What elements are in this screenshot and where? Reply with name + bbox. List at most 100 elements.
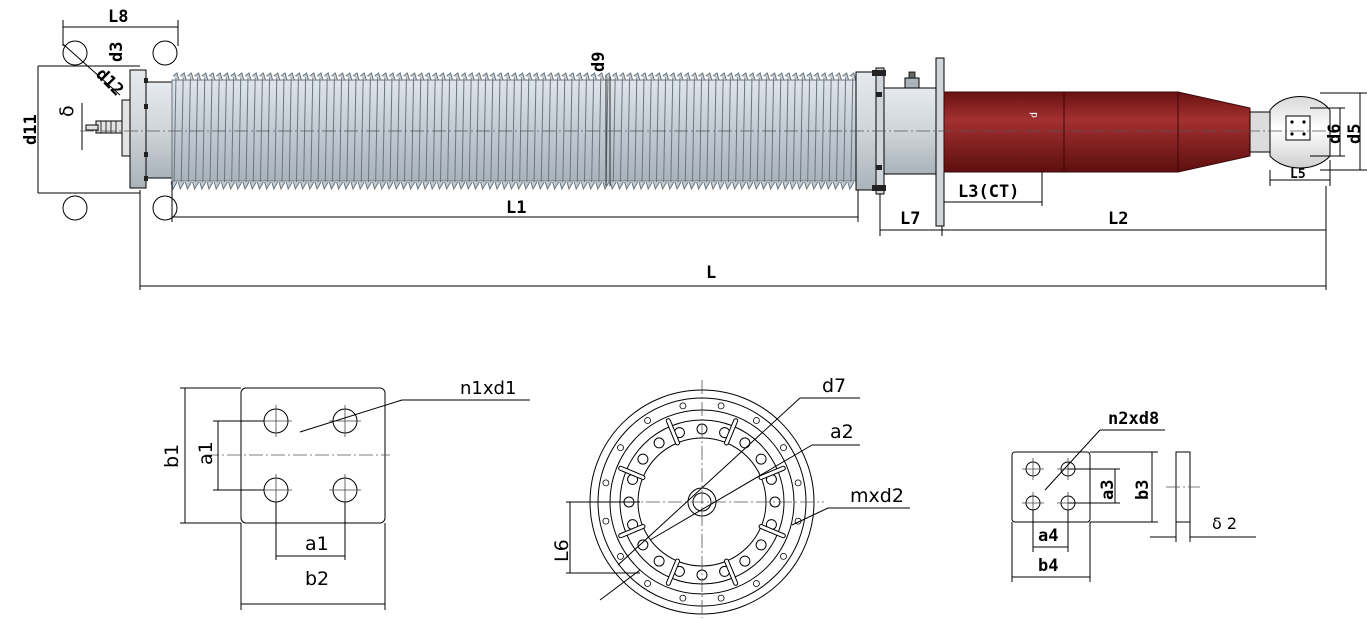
shed-tip	[847, 181, 855, 191]
shed-tip	[172, 72, 180, 81]
shed-tip	[588, 181, 596, 191]
dim-b4: b4	[1038, 556, 1058, 576]
shed-tip	[359, 72, 367, 81]
shed-tip	[616, 181, 624, 191]
terminal-circle-tl	[62, 40, 88, 66]
shed-tip	[583, 72, 590, 81]
bottom-terminal-plate	[1011, 451, 1091, 523]
shed-tip	[249, 181, 257, 191]
inner-bolt-hole	[739, 437, 751, 449]
shed-line	[447, 75, 451, 187]
shed-tip	[796, 181, 804, 191]
dim-d6: d6	[1325, 124, 1345, 144]
shed-tip	[439, 72, 446, 81]
shed-tip	[206, 181, 214, 191]
dim-L2: L2	[1108, 209, 1128, 229]
shed-tip	[609, 181, 617, 191]
shed-tip	[381, 72, 389, 81]
shed-tip	[647, 72, 655, 81]
shed-tip	[791, 72, 799, 81]
shed-line	[648, 75, 652, 187]
shed-tip	[732, 181, 740, 191]
shed-tip	[753, 181, 761, 191]
shed-tip	[799, 72, 806, 81]
dim-b2: b2	[305, 568, 329, 590]
shed-tip	[451, 181, 459, 191]
shed-tip	[645, 181, 653, 191]
dim-a1-horizontal: a1	[305, 533, 329, 555]
terminal-plate	[240, 387, 386, 524]
dim-a1-vertical: a1	[195, 441, 217, 465]
shed-tip	[696, 181, 704, 191]
shed-tip	[489, 72, 497, 81]
dim-L3: L3(CT)	[958, 182, 1019, 202]
shed-tip	[487, 181, 495, 191]
shed-tip	[655, 72, 662, 81]
shed-tip	[575, 72, 583, 81]
outer-bolt-hole	[717, 402, 725, 410]
shed-tip	[777, 72, 785, 81]
dim-delta: δ	[56, 105, 78, 117]
shed-tip	[395, 72, 403, 81]
outer-bolt-hole	[644, 580, 651, 587]
shed-tip	[235, 181, 243, 191]
shed-tip	[357, 181, 365, 191]
terminal-circle-tr	[152, 40, 178, 66]
shed-tip	[316, 72, 324, 81]
shed-tip	[273, 72, 281, 81]
shed-tip	[768, 181, 776, 191]
dim-L1: L1	[506, 198, 526, 218]
shed-tip	[705, 72, 713, 81]
shed-tip	[530, 181, 538, 191]
shed-tip	[669, 72, 677, 81]
bottom-terminal-pad	[1285, 115, 1311, 141]
mounting-plate	[935, 57, 945, 227]
dim-b3: b3	[1133, 480, 1153, 500]
shed-tip	[674, 181, 682, 191]
shed-line	[209, 75, 213, 187]
dim-d: d	[1029, 112, 1040, 118]
shed-tip	[811, 181, 819, 191]
shed-tip	[746, 181, 754, 191]
shed-tip	[652, 181, 660, 191]
shed-tip	[626, 72, 634, 81]
shed-tip	[494, 181, 502, 191]
shed-tip	[827, 72, 835, 81]
shed-tip	[179, 72, 187, 81]
shed-tip	[242, 181, 250, 191]
shed-tip	[633, 72, 641, 81]
shed-tip	[417, 72, 425, 81]
shed-tip	[295, 72, 302, 81]
dim-a3: a3	[1098, 480, 1118, 500]
shed-tip	[503, 72, 511, 81]
shed-tip	[199, 181, 207, 191]
shed-tip	[597, 72, 605, 81]
shed-tip	[532, 72, 540, 81]
shed-tip	[525, 72, 533, 81]
dim-d5: d5	[1345, 124, 1365, 144]
shed-tip	[539, 72, 547, 81]
shed-tip	[717, 181, 725, 191]
shed-line	[533, 75, 537, 187]
shed-tip	[698, 72, 706, 81]
shed-tip	[590, 72, 598, 81]
shed-tip	[784, 72, 792, 81]
shed-tip	[223, 72, 230, 81]
terminal-circle-bl	[62, 195, 88, 221]
shed-tip	[364, 181, 372, 191]
shed-line	[231, 75, 235, 187]
dim-b1: b1	[161, 444, 183, 468]
shed-tip	[638, 181, 646, 191]
shed-tip	[719, 72, 727, 81]
shed-tip	[429, 181, 437, 191]
shed-line	[511, 75, 515, 187]
shed-tip	[386, 181, 394, 191]
outer-bolt-hole	[617, 444, 624, 452]
outer-bolt-hole	[717, 594, 725, 602]
shed-tip	[307, 181, 315, 191]
outer-bolt-hole	[602, 517, 610, 525]
shed-tip	[215, 72, 223, 81]
shed-tip	[259, 72, 266, 81]
shed-tip	[760, 181, 768, 191]
